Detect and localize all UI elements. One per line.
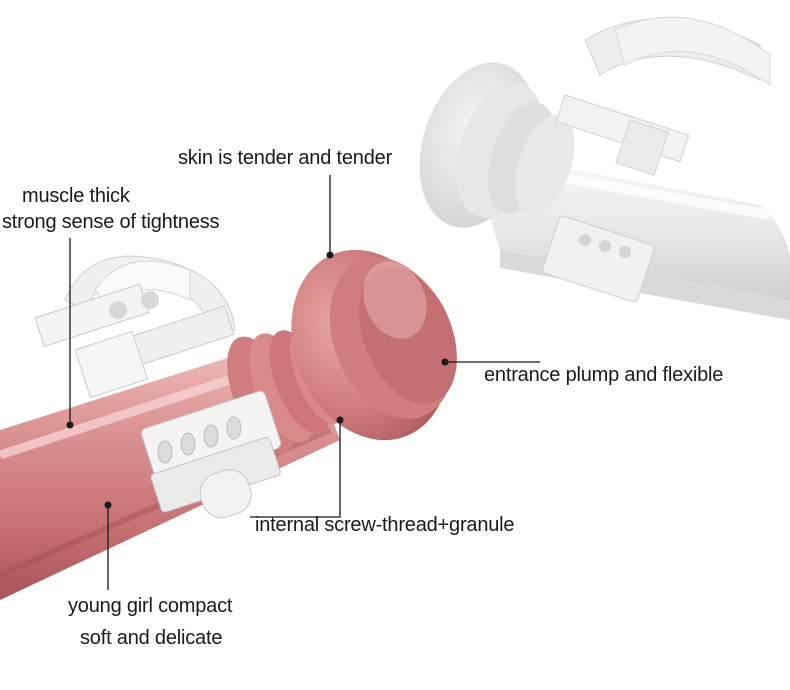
leader-dot-entrance <box>441 358 449 366</box>
leader-dot-young <box>104 501 112 509</box>
leader-dot-internal <box>336 416 344 424</box>
label-muscle-line1: muscle thick <box>22 185 130 207</box>
leader-dot-skin <box>326 251 334 259</box>
label-young-line2: soft and delicate <box>80 627 223 649</box>
leader-internal <box>250 420 341 518</box>
label-internal: internal screw-thread+granule <box>255 514 515 536</box>
leader-lines <box>66 175 540 590</box>
label-young-line1: young girl compact <box>68 595 233 617</box>
label-muscle-line2: strong sense of tightness <box>2 211 220 233</box>
leader-dot-muscle <box>66 421 74 429</box>
label-entrance: entrance plump and flexible <box>484 364 724 386</box>
label-skin: skin is tender and tender <box>178 147 393 169</box>
pink-model <box>0 249 457 600</box>
white-model <box>419 16 790 320</box>
